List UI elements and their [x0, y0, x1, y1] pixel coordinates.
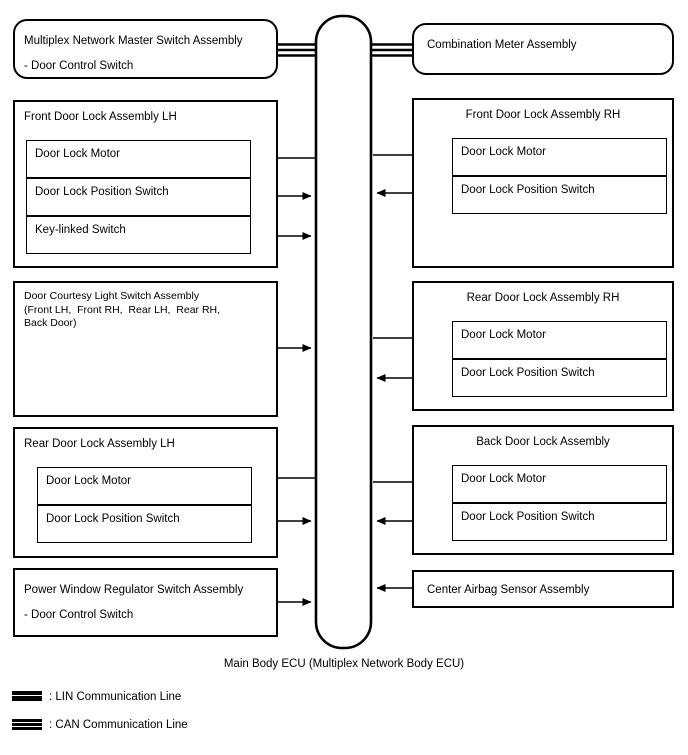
back-door-lock-box[interactable]: Back Door Lock Assembly Door Lock Motor …	[412, 425, 674, 555]
back-door-lock-position-switch[interactable]: Door Lock Position Switch	[452, 503, 667, 541]
center-airbag-sensor-title: Center Airbag Sensor Assembly	[427, 584, 590, 596]
multiplex-master-switch-line2: - Door Control Switch	[24, 60, 134, 72]
rear-lh-door-lock-motor[interactable]: Door Lock Motor	[37, 467, 252, 505]
front-lh-key-linked-switch-label: Key-linked Switch	[35, 224, 126, 236]
power-window-line1: Power Window Regulator Switch Assembly	[24, 584, 244, 596]
back-door-lock-position-switch-label: Door Lock Position Switch	[461, 511, 595, 523]
multiplex-network-master-switch-box[interactable]: Multiplex Network Master Switch Assembly…	[13, 19, 278, 79]
multiplex-master-switch-line1: Multiplex Network Master Switch Assembly	[24, 35, 243, 47]
power-window-line2: - Door Control Switch	[24, 609, 134, 621]
front-rh-door-lock-position-switch-label: Door Lock Position Switch	[461, 184, 595, 196]
front-door-lock-rh-box[interactable]: Front Door Lock Assembly RH Door Lock Mo…	[412, 98, 674, 268]
rear-lh-door-lock-motor-label: Door Lock Motor	[46, 475, 132, 487]
rear-rh-door-lock-motor[interactable]: Door Lock Motor	[452, 321, 667, 359]
center-airbag-sensor-box[interactable]: Center Airbag Sensor Assembly	[412, 570, 674, 608]
back-door-lock-motor-label: Door Lock Motor	[461, 473, 547, 485]
rear-door-lock-rh-box[interactable]: Rear Door Lock Assembly RH Door Lock Mot…	[412, 281, 674, 411]
legend-lin-label: : LIN Communication Line	[49, 690, 182, 703]
front-lh-key-linked-switch[interactable]: Key-linked Switch	[26, 216, 251, 254]
rear-rh-door-lock-position-switch-label: Door Lock Position Switch	[461, 367, 595, 379]
rear-lh-door-lock-position-switch[interactable]: Door Lock Position Switch	[37, 505, 252, 543]
rear-door-lock-rh-title: Rear Door Lock Assembly RH	[466, 292, 620, 304]
courtesy-light-line2: (Front LH, Front RH, Rear LH, Rear RH,	[24, 303, 221, 316]
front-door-lock-rh-title: Front Door Lock Assembly RH	[465, 109, 621, 121]
combination-meter-title: Combination Meter Assembly	[427, 39, 577, 51]
power-window-regulator-switch-box[interactable]: Power Window Regulator Switch Assembly -…	[13, 568, 278, 637]
main-body-ecu-bus	[314, 14, 373, 650]
legend-lin-row: : LIN Communication Line	[12, 690, 181, 703]
front-lh-door-lock-position-switch[interactable]: Door Lock Position Switch	[26, 178, 251, 216]
rear-rh-door-lock-motor-label: Door Lock Motor	[461, 329, 547, 341]
rear-door-lock-lh-box[interactable]: Rear Door Lock Assembly LH Door Lock Mot…	[13, 427, 278, 558]
rear-rh-door-lock-position-switch[interactable]: Door Lock Position Switch	[452, 359, 667, 397]
front-lh-door-lock-motor-label: Door Lock Motor	[35, 148, 121, 160]
front-lh-door-lock-motor[interactable]: Door Lock Motor	[26, 140, 251, 178]
courtesy-light-line3: Back Door)	[24, 317, 77, 329]
can-link-left	[278, 43, 317, 57]
can-link-right	[371, 43, 414, 57]
courtesy-light-line1: Door Courtesy Light Switch Assembly	[24, 290, 200, 302]
back-door-lock-title: Back Door Lock Assembly	[476, 436, 610, 448]
rear-door-lock-lh-title: Rear Door Lock Assembly LH	[24, 438, 175, 450]
lin-line-swatch-icon	[12, 690, 42, 703]
front-lh-door-lock-position-switch-label: Door Lock Position Switch	[35, 186, 169, 198]
can-line-swatch-icon	[12, 718, 42, 731]
legend-can-row: : CAN Communication Line	[12, 718, 188, 731]
front-rh-door-lock-motor[interactable]: Door Lock Motor	[452, 138, 667, 176]
main-body-ecu-caption: Main Body ECU (Multiplex Network Body EC…	[223, 658, 465, 670]
combination-meter-box[interactable]: Combination Meter Assembly	[412, 23, 674, 75]
front-rh-door-lock-position-switch[interactable]: Door Lock Position Switch	[452, 176, 667, 214]
front-door-lock-lh-box[interactable]: Front Door Lock Assembly LH Door Lock Mo…	[13, 100, 278, 268]
legend-can-label: : CAN Communication Line	[49, 718, 188, 731]
rear-lh-door-lock-position-switch-label: Door Lock Position Switch	[46, 513, 180, 525]
front-rh-door-lock-motor-label: Door Lock Motor	[461, 146, 547, 158]
door-courtesy-light-switch-box[interactable]: Door Courtesy Light Switch Assembly (Fro…	[13, 281, 278, 417]
back-door-lock-motor[interactable]: Door Lock Motor	[452, 465, 667, 503]
front-door-lock-lh-title: Front Door Lock Assembly LH	[24, 111, 177, 123]
